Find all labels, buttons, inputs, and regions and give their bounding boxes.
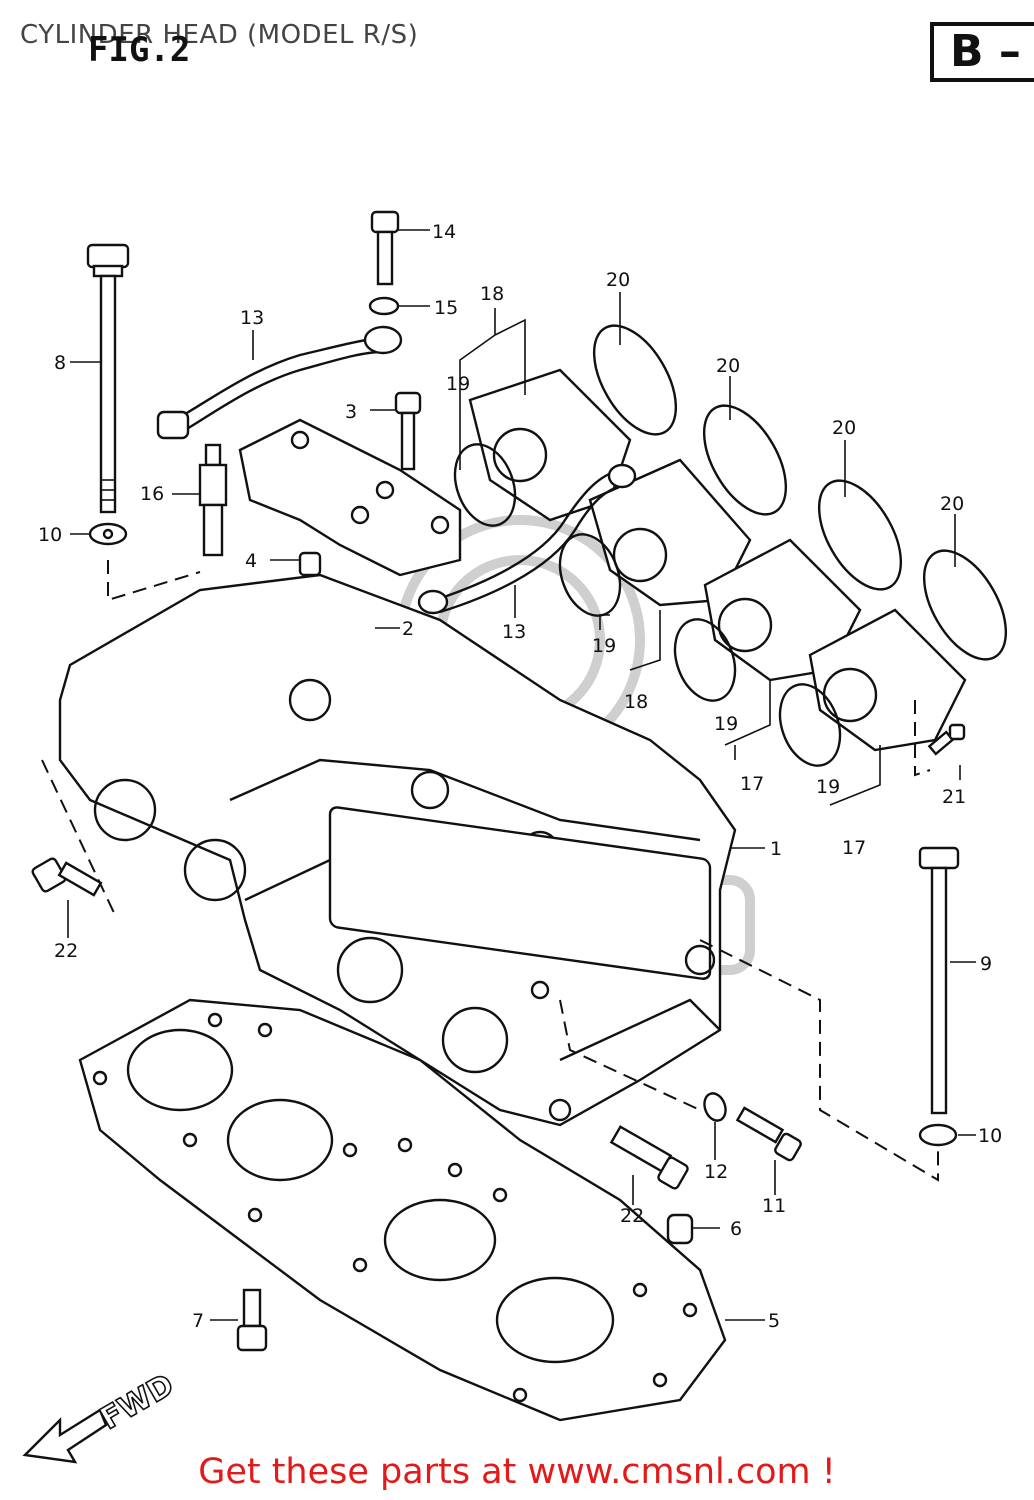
callout-labels: 1 2 3 4 5 6 7 8 9 10 10 11 12 13 13 14 1… [38, 221, 1002, 1332]
o-ring-19-d [778, 683, 842, 767]
callout-20-b: 20 [716, 355, 740, 377]
callout-10-left: 10 [38, 524, 62, 546]
assembly-line [559, 999, 701, 1111]
callout-22-right: 22 [620, 1205, 644, 1227]
callout-22-left: 22 [54, 940, 78, 962]
oil-pipe-13-upper [156, 325, 403, 440]
callout-20-d: 20 [940, 493, 964, 515]
section-badge-label: B – [950, 26, 1021, 77]
callout-18-b: 18 [624, 691, 648, 713]
intake-pipe-18-b [588, 458, 752, 607]
long-bolt-8 [86, 243, 130, 514]
bolt-22-left [31, 857, 103, 897]
head-gasket-5 [78, 998, 727, 1422]
assembly-line [914, 700, 931, 777]
callout-12: 12 [704, 1161, 728, 1183]
callout-17-b: 17 [842, 837, 866, 859]
forward-arrow-icon: FWD [22, 1367, 181, 1464]
callout-19-d: 19 [816, 776, 840, 798]
callout-19-b: 19 [592, 635, 616, 657]
callout-1: 1 [770, 838, 782, 860]
dowel-4 [298, 551, 322, 577]
bolt-7 [236, 1288, 268, 1352]
callout-19-a: 19 [446, 373, 470, 395]
callout-13-lower: 13 [502, 621, 526, 643]
leader-lines [67, 229, 976, 1321]
callout-4: 4 [245, 550, 257, 572]
callout-15: 15 [434, 297, 458, 319]
callout-18-a: 18 [480, 283, 504, 305]
callout-11: 11 [762, 1195, 786, 1217]
callout-13-upper: 13 [240, 307, 264, 329]
washer-15 [368, 296, 400, 316]
callout-21: 21 [942, 786, 966, 808]
callout-10-right: 10 [978, 1125, 1002, 1147]
callout-8: 8 [54, 352, 66, 374]
bolt-11 [735, 1106, 802, 1162]
assembly-line [41, 759, 116, 916]
o-ring-19-a [453, 443, 517, 527]
bolt-22-right [609, 1125, 689, 1190]
callout-14: 14 [432, 221, 456, 243]
callout-19-c: 19 [714, 713, 738, 735]
spark-plug-16 [198, 443, 228, 557]
page-title: CYLINDER HEAD (MODEL R/S) [20, 20, 419, 50]
callout-20-a: 20 [606, 269, 630, 291]
fwd-label: FWD [95, 1367, 180, 1437]
callout-20-c: 20 [832, 417, 856, 439]
callout-7: 7 [192, 1310, 204, 1332]
callout-2: 2 [402, 618, 414, 640]
callout-17-a: 17 [740, 773, 764, 795]
cylinder-head-1 [58, 573, 737, 1127]
clamp-20-c [817, 479, 903, 591]
callout-6: 6 [730, 1218, 742, 1240]
figure-label: FIG.2 [88, 30, 191, 70]
screw-21 [927, 723, 966, 756]
dowel-6 [666, 1213, 694, 1245]
oil-pipe-13-lower [417, 463, 637, 615]
cmsnl-shop-link[interactable]: Get these parts at www.cmsnl.com ! [198, 1452, 836, 1492]
long-bolt-9 [918, 846, 960, 1115]
assembly-line [107, 560, 201, 602]
clamp-20-d [922, 549, 1008, 661]
clamp-20-a [592, 324, 678, 436]
clamp-20-b [702, 404, 788, 516]
cam-holder-block [238, 418, 462, 577]
assembly-line [699, 939, 939, 1182]
callout-16: 16 [140, 483, 164, 505]
o-ring-19-c [673, 618, 737, 702]
bolt-3 [394, 391, 422, 471]
section-badge: B – [930, 22, 1034, 82]
callout-9: 9 [980, 953, 992, 975]
washer-10-left [88, 522, 128, 546]
bolt-14 [370, 210, 400, 286]
washer-12 [703, 1092, 727, 1122]
washer-10-right [918, 1123, 958, 1147]
callout-3: 3 [345, 401, 357, 423]
callout-5: 5 [768, 1310, 780, 1332]
